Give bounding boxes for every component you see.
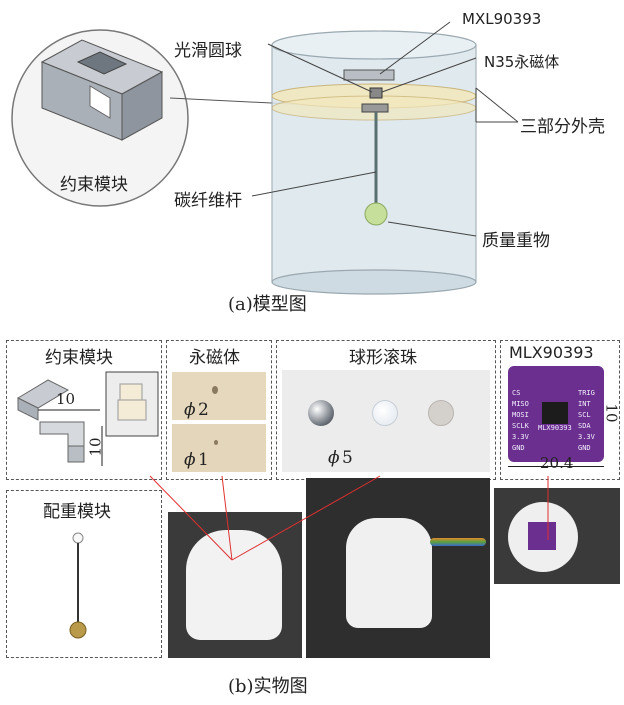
model-diagram (11, 21, 519, 295)
pin-label: MISO (512, 400, 529, 408)
callout-label: 约束模块 (60, 175, 128, 195)
magnet-hole-bottom-icon (214, 440, 218, 445)
constraint-dim-width: 10 (56, 390, 76, 408)
pin-label: SDA (578, 422, 591, 430)
pin-label: CS (512, 389, 521, 397)
pin-label: 3.3V (512, 433, 529, 441)
smooth-ball-label: 光滑圆球 (174, 41, 242, 61)
counterweight-panel: 配重模块 (6, 490, 162, 658)
mlx-pins-left: CS MISO MOSI SCLK 3.3V GND (512, 388, 529, 454)
counterweight-drawing (69, 532, 87, 639)
magnet-dia-bottom: 1 (198, 450, 209, 470)
cylinder-housing (271, 30, 477, 295)
figure-a-caption: (a)模型图 (228, 294, 307, 315)
constraint-photos (16, 371, 159, 466)
device-cylinder-side (346, 518, 432, 628)
pin-label: GND (578, 444, 591, 452)
pin-label: INT (578, 400, 591, 408)
magnet-dia-top-symbol: ϕ (184, 400, 196, 420)
weight-label: 质量重物 (482, 231, 550, 251)
magnet-hole-top-icon (212, 386, 218, 394)
constraint-panel-title: 约束模块 (45, 348, 113, 368)
mlx-panel: MLX90393 (500, 340, 620, 480)
magnet-dia-top: 2 (198, 400, 209, 420)
shell-label: 三部分外壳 (520, 117, 605, 137)
balls-dia-symbol: ϕ (328, 448, 340, 468)
balls-dia: 5 (342, 448, 353, 468)
pin-label: 3.3V (578, 433, 595, 441)
balls-panel-title: 球形滚珠 (349, 348, 417, 368)
weight-ball (364, 202, 388, 226)
device-board-icon (528, 522, 556, 550)
pin-label: SCL (578, 411, 591, 419)
magnet-dia-bottom-symbol: ϕ (184, 450, 196, 470)
device-photo-top (168, 512, 302, 658)
mlx-chip-text: MLX90393 (538, 424, 572, 432)
mlx-panel-title: MLX90393 (509, 343, 594, 362)
pin-label: TRIG (578, 389, 595, 397)
device-photo-side (306, 478, 490, 658)
steel-ball-icon (308, 400, 334, 426)
magnet-photo-bottom (172, 424, 266, 472)
pin-label: MOSI (512, 411, 529, 419)
carbon-rod-label: 碳纤维杆 (174, 191, 242, 211)
cable-icon (430, 538, 486, 546)
mlx-width-line (508, 466, 604, 467)
device-cylinder-top (186, 530, 282, 640)
pin-label: SCLK (512, 422, 529, 430)
mlx-chip-icon (542, 402, 568, 424)
magnet-panel-title: 永磁体 (189, 348, 240, 368)
flat-ball-icon (428, 400, 454, 426)
figure-b-caption: (b)实物图 (228, 676, 308, 697)
mxl-chip-label: MXL90393 (462, 10, 542, 28)
pin-label: GND (512, 444, 525, 452)
mlx-dim-width: 20.4 (540, 454, 574, 472)
constraint-block-3d (40, 39, 164, 141)
white-ball-icon (372, 400, 398, 426)
magnet-label: N35永磁体 (484, 53, 560, 71)
constraint-dim-height: 10 (86, 437, 105, 457)
magnet-photo-top (172, 372, 266, 420)
mlx-pins-right: TRIG INT SCL SDA 3.3V GND (578, 388, 595, 454)
constraint-panel: 约束模块 (6, 340, 162, 480)
mlx-dim-height: 10 (602, 403, 621, 423)
device-photo-board (494, 488, 620, 584)
counterweight-panel-title: 配重模块 (43, 502, 111, 522)
